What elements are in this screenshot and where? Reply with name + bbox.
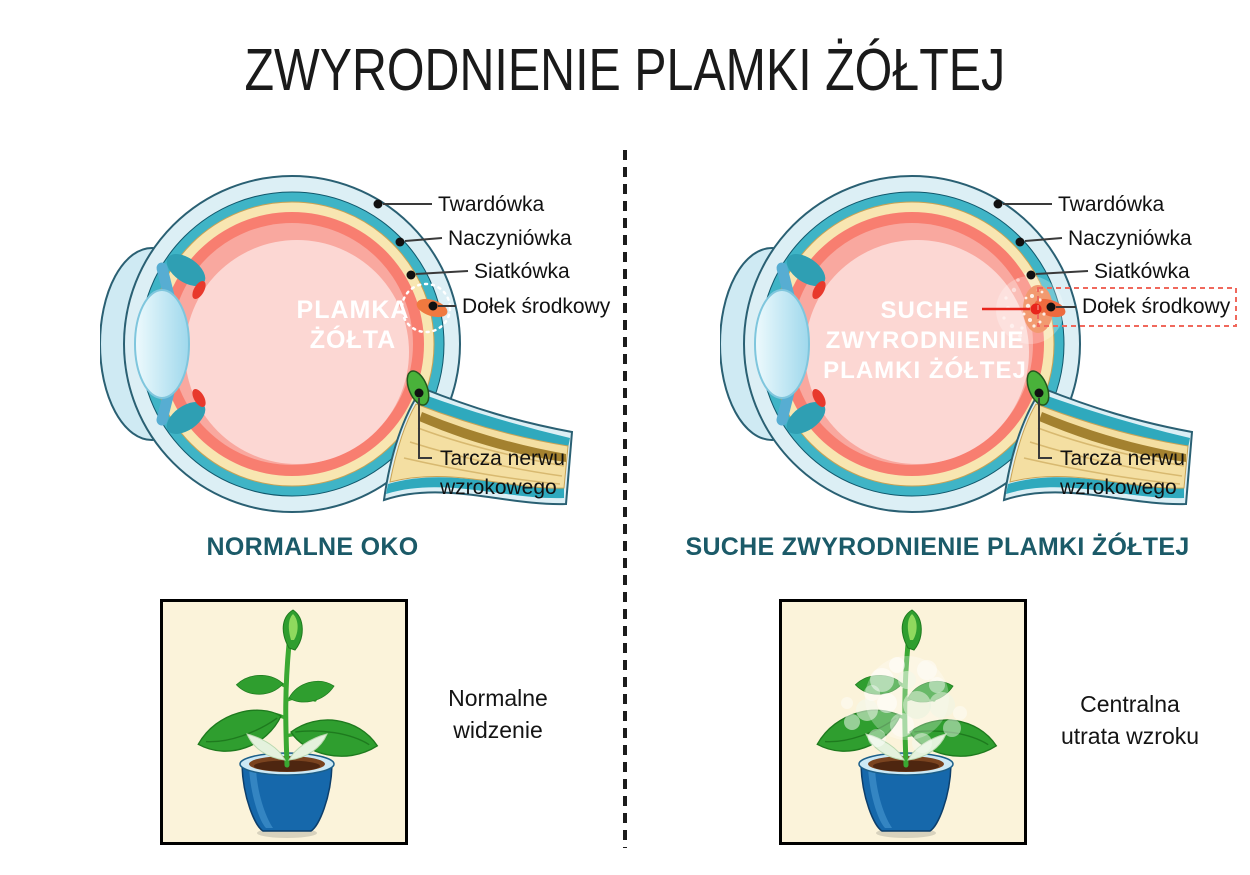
central-loss-vision-image	[779, 599, 1027, 845]
normal-eye-diagram: PLAMKA ŻÓŁTA Twardówka Naczyniówka Siatk…	[99, 175, 611, 513]
pot-highlight	[249, 768, 273, 828]
amd-text-line1: SUCHE	[880, 297, 969, 324]
vertical-dashed-divider	[623, 150, 627, 848]
svg-text:Twardówka: Twardówka	[438, 193, 545, 216]
label-fovea: Dołek środkowy	[1037, 287, 1237, 327]
label-retina: Siatkówka	[1026, 260, 1190, 283]
pot-highlight	[868, 768, 892, 828]
optic-disc	[406, 370, 430, 406]
optic-nerve	[1002, 386, 1194, 506]
optic-nerve	[382, 386, 574, 506]
label-sclera: Twardówka	[373, 193, 545, 216]
normal-eye-panel: PLAMKA ŻÓŁTA Twardówka Naczyniówka Siatk…	[99, 150, 620, 530]
amd-eye-caption: SUCHE ZWYRODNIENIE PLAMKI ŻÓŁTEJ	[685, 533, 1190, 561]
fovea-dashed-circle	[400, 282, 452, 334]
lens	[754, 289, 810, 399]
svg-text:Dołek środkowy: Dołek środkowy	[1082, 295, 1231, 318]
central-loss-caption: Centralna utrata wzroku	[1060, 691, 1200, 749]
vitreous-inner	[185, 240, 409, 464]
fovea-alert-dot	[1030, 303, 1042, 315]
plant	[197, 609, 379, 768]
svg-text:wzrokowego: wzrokowego	[1059, 476, 1177, 499]
svg-text:Tarcza nerwu: Tarcza nerwu	[440, 447, 565, 470]
amd-eye-panel: SUCHE ZWYRODNIENIE PLAMKI ŻÓŁTEJ Twardów…	[719, 150, 1240, 530]
svg-text:Siatkówka: Siatkówka	[474, 260, 570, 283]
label-choroid: Naczyniówka	[1015, 227, 1192, 250]
amd-text-line3: PLAMKI ŻÓŁTEJ	[823, 356, 1027, 384]
ciliary-body	[166, 254, 206, 434]
svg-text:Siatkówka: Siatkówka	[1094, 260, 1190, 283]
plant-amd	[816, 609, 998, 838]
central-vision-haze	[841, 656, 967, 753]
label-optic-disc: Tarcza nerwu wzrokowego	[414, 388, 565, 499]
ciliary-body	[786, 254, 826, 434]
label-choroid: Naczyniówka	[395, 227, 572, 250]
normal-vision-caption: Normalne widzenie	[448, 685, 548, 743]
plant-normal	[197, 609, 379, 838]
lens	[134, 289, 190, 399]
svg-text:Dołek środkowy: Dołek środkowy	[462, 295, 611, 318]
optic-disc	[1026, 370, 1050, 406]
label-optic-disc: Tarcza nerwu wzrokowego	[1034, 388, 1185, 499]
normal-vision-image	[160, 599, 408, 845]
label-sclera: Twardówka	[993, 193, 1165, 216]
amd-text-line2: ZWYRODNIENIE	[826, 327, 1025, 354]
macula-text-line1: PLAMKA	[297, 296, 410, 324]
alert-dashed-box	[1037, 287, 1237, 327]
svg-text:Twardówka: Twardówka	[1058, 193, 1165, 216]
label-fovea: Dołek środkowy	[428, 295, 611, 318]
label-retina: Siatkówka	[406, 260, 570, 283]
page-title: ZWYRODNIENIE PLAMKI ŻÓŁTEJ	[244, 37, 1006, 103]
svg-text:Naczyniówka: Naczyniówka	[1068, 227, 1192, 250]
svg-text:Naczyniówka: Naczyniówka	[448, 227, 572, 250]
svg-text:Tarcza nerwu: Tarcza nerwu	[1060, 447, 1185, 470]
normal-eye-caption: NORMALNE OKO	[206, 533, 419, 561]
amd-eye-diagram: SUCHE ZWYRODNIENIE PLAMKI ŻÓŁTEJ Twardów…	[719, 175, 1237, 513]
vitreous-inner	[805, 240, 1029, 464]
macula-text-line2: ŻÓŁTA	[310, 324, 396, 354]
svg-text:wzrokowego: wzrokowego	[439, 476, 557, 499]
